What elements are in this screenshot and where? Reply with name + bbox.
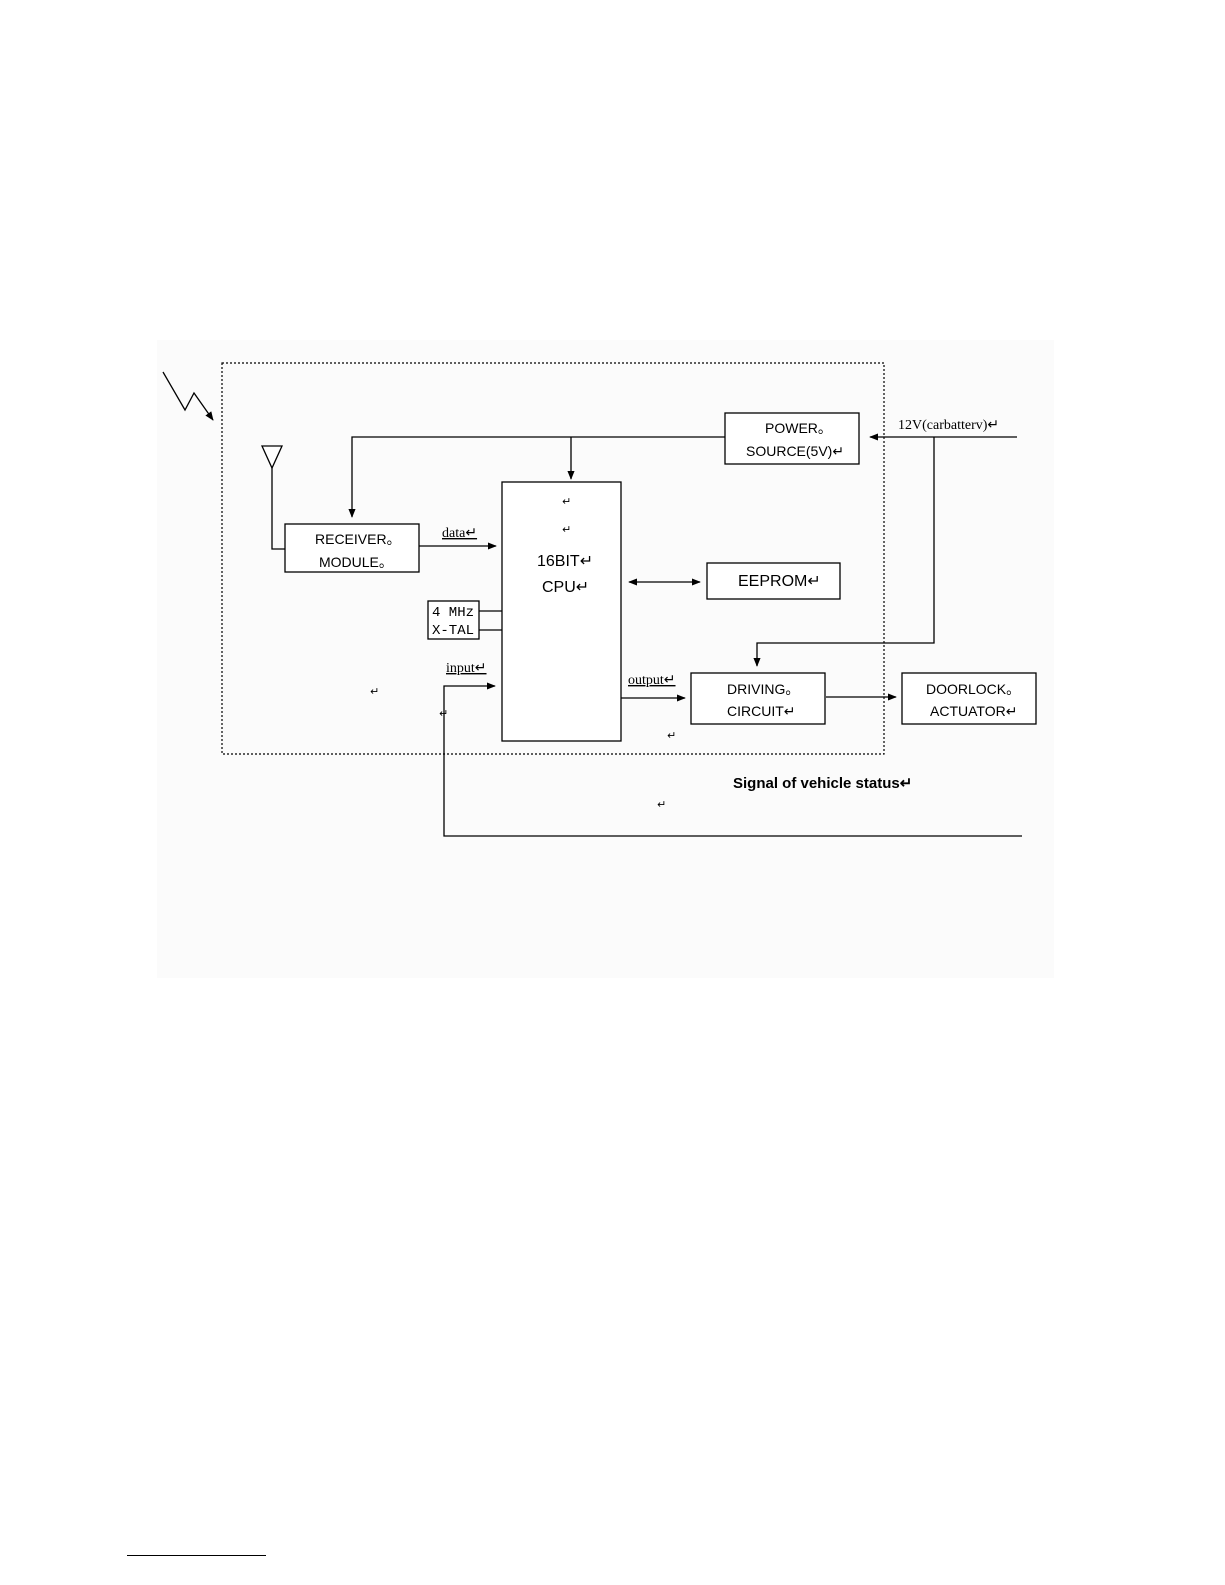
antenna-icon [262, 446, 286, 549]
input-return-mark-1: ↵ [370, 685, 379, 698]
input-return-mark-2: ↵ [439, 707, 448, 720]
cpu-label-2: CPU↵ [542, 579, 589, 596]
battery-label: 12V(carbatterv)↵ [898, 418, 999, 433]
power-source-label-2: SOURCE(5V)↵ [746, 443, 844, 459]
footnote-separator [127, 1555, 266, 1556]
crystal-label-2: X-TAL [432, 623, 474, 639]
cpu-return-mark-2: ↵ [562, 523, 571, 536]
power-source-label-1: POWER。 [765, 420, 832, 436]
vehicle-status-return-mark: ↵ [657, 798, 666, 811]
output-label: output↵ [628, 673, 676, 688]
driving-label-1: DRIVING。 [727, 681, 799, 697]
cpu-return-mark-1: ↵ [562, 495, 571, 508]
receiver-label-1: RECEIVER。 [315, 531, 401, 547]
cpu-label-1: 16BIT↵ [537, 553, 593, 570]
output-return-mark: ↵ [667, 729, 676, 742]
doorlock-label-1: DOORLOCK。 [926, 681, 1020, 697]
input-label: input↵ [446, 661, 487, 676]
driving-label-2: CIRCUIT↵ [727, 703, 796, 719]
crystal-label-1: 4 MHz [432, 605, 474, 621]
cpu-box [502, 482, 621, 741]
radio-signal-icon [163, 372, 213, 420]
data-label: data↵ [442, 526, 477, 541]
eeprom-label: EEPROM↵ [738, 573, 821, 590]
vehicle-status-label: Signal of vehicle status↵ [733, 775, 912, 792]
receiver-label-2: MODULE。 [319, 554, 393, 570]
doorlock-label-2: ACTUATOR↵ [930, 703, 1017, 719]
battery-to-driver-line [757, 437, 934, 666]
